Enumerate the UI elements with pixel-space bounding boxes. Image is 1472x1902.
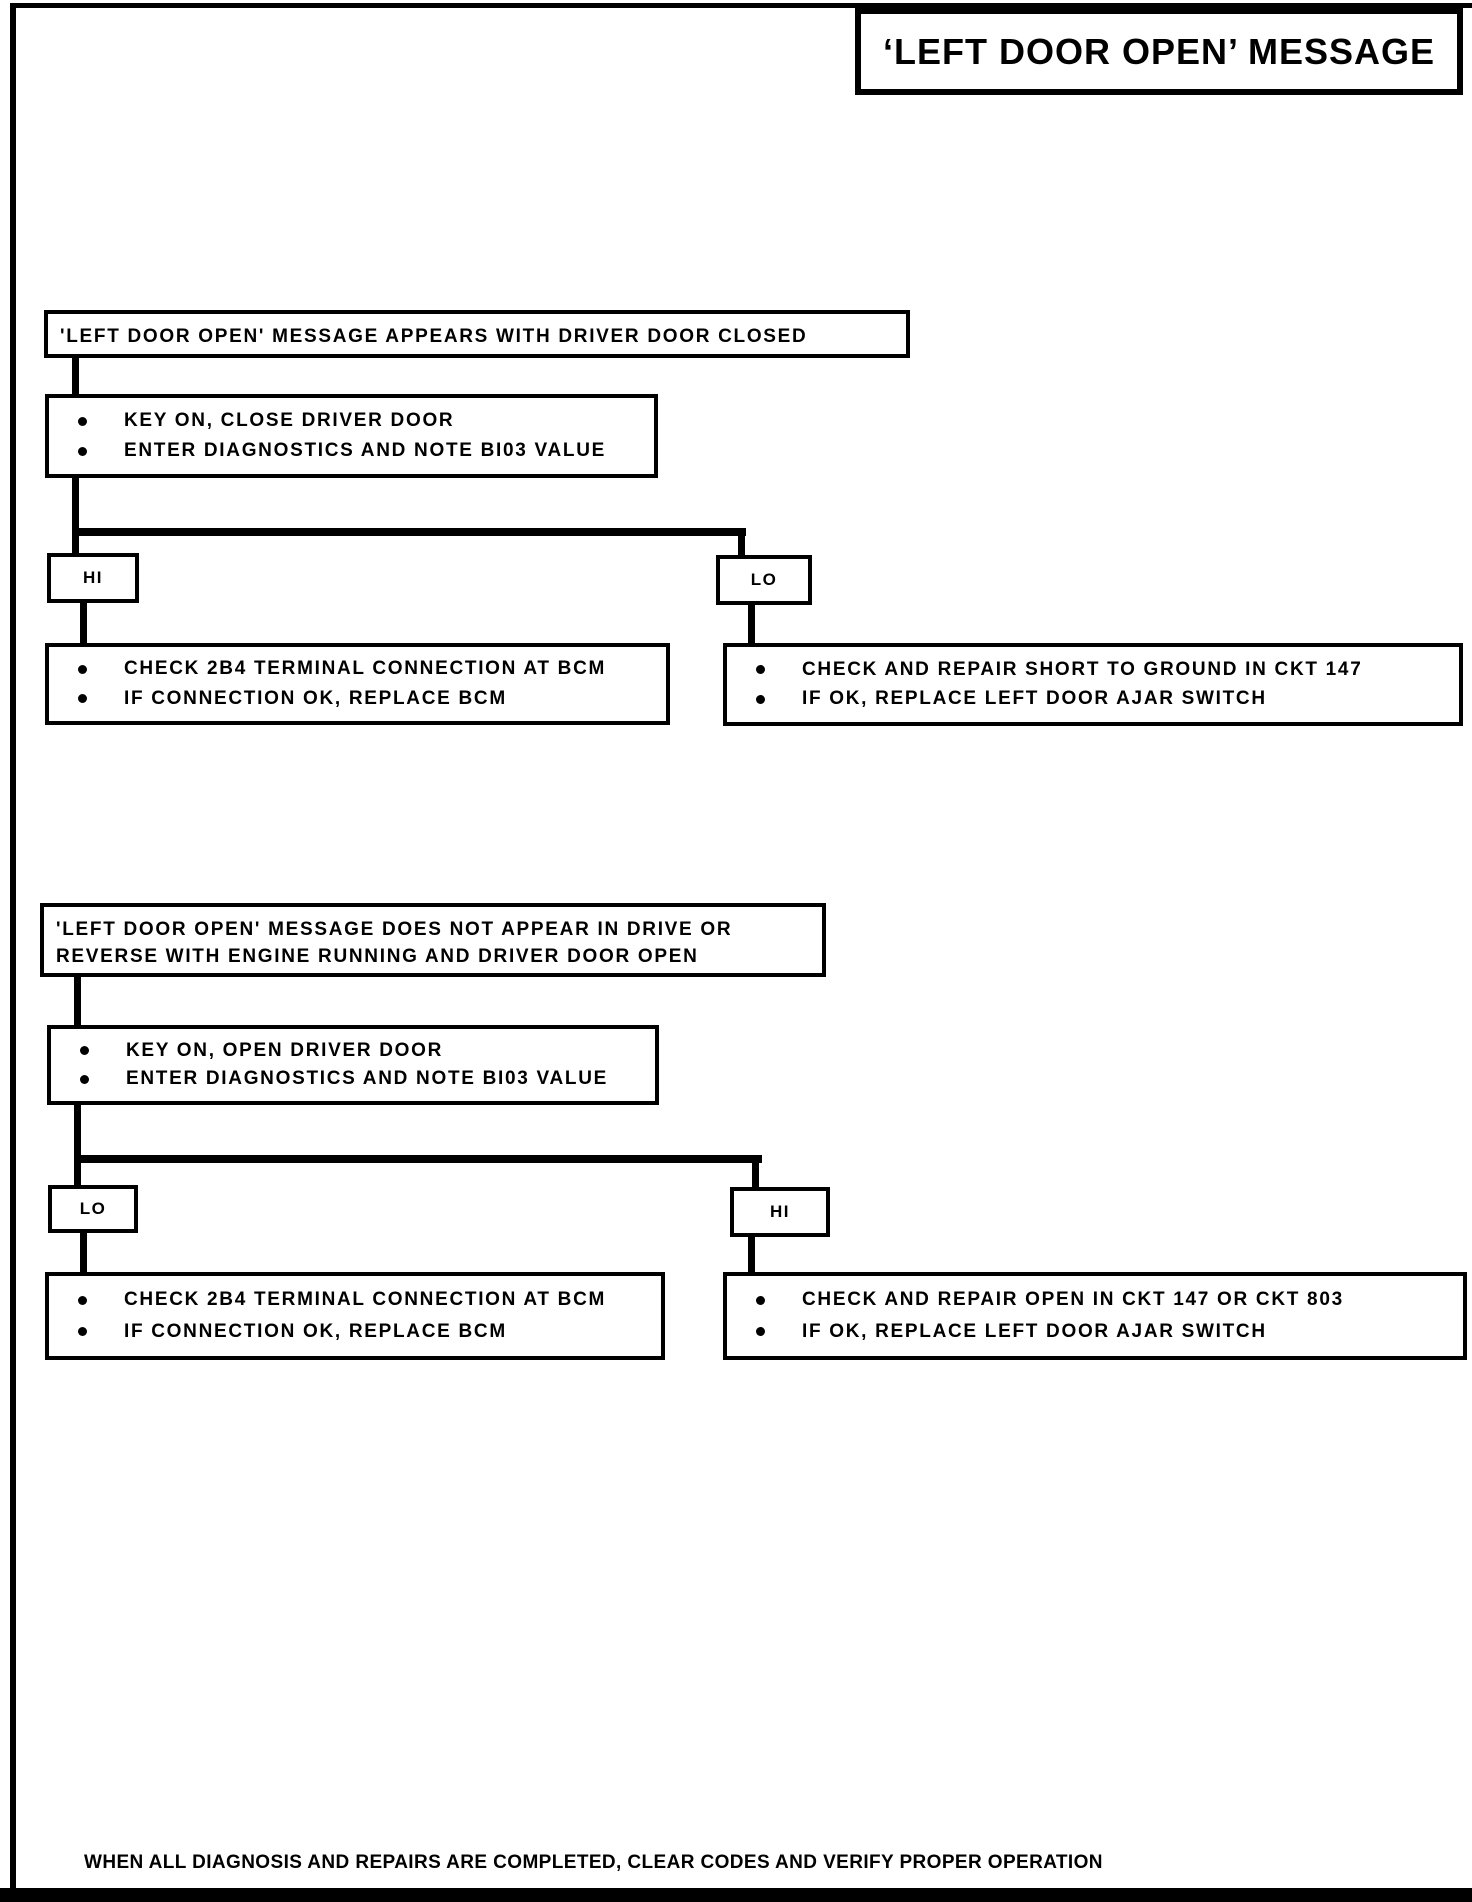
bullet-icon [756, 1327, 765, 1337]
action-item: CHECK AND REPAIR OPEN IN CKT 147 OR CKT … [727, 1289, 1463, 1311]
action-text: IF OK, REPLACE LEFT DOOR AJAR SWITCH [802, 1320, 1267, 1342]
step-text: KEY ON, CLOSE DRIVER DOOR [124, 410, 455, 431]
connector-line [72, 528, 746, 536]
condition-box: 'LEFT DOOR OPEN' MESSAGE DOES NOT APPEAR… [40, 903, 826, 977]
action-text: CHECK AND REPAIR SHORT TO GROUND IN CKT … [802, 658, 1363, 680]
step-text: ENTER DIAGNOSTICS AND NOTE BI03 VALUE [126, 1068, 608, 1090]
page-border-top [10, 3, 1472, 8]
action-text: CHECK 2B4 TERMINAL CONNECTION AT BCM [124, 1289, 607, 1311]
page-border-left [10, 3, 16, 1902]
step-item: KEY ON, CLOSE DRIVER DOOR [49, 410, 654, 432]
bullet-icon [78, 1327, 87, 1337]
bullet-icon [80, 1074, 89, 1084]
action-text: IF OK, REPLACE LEFT DOOR AJAR SWITCH [802, 688, 1267, 710]
action-item: CHECK 2B4 TERMINAL CONNECTION AT BCM [49, 1289, 661, 1311]
bullet-icon [756, 1295, 765, 1305]
action-text: IF CONNECTION OK, REPLACE BCM [124, 687, 507, 709]
connector-line [748, 1235, 755, 1274]
connector-line [72, 476, 79, 556]
bullet-icon [78, 694, 87, 704]
step-item: ENTER DIAGNOSTICS AND NOTE BI03 VALUE [49, 440, 654, 462]
bullet-icon [756, 694, 765, 704]
branch-label-box: HI [730, 1187, 830, 1237]
step-item: ENTER DIAGNOSTICS AND NOTE BI03 VALUE [51, 1068, 655, 1090]
bullet-icon [78, 446, 87, 456]
bullet-icon [78, 664, 87, 674]
footer-note: WHEN ALL DIAGNOSIS AND REPAIRS ARE COMPL… [84, 1852, 1103, 1873]
page-bottom-bar [0, 1888, 1472, 1902]
bullet-icon [756, 665, 765, 675]
bullet-icon [78, 416, 87, 426]
branch-label: LO [750, 570, 778, 589]
condition-text: 'LEFT DOOR OPEN' MESSAGE APPEARS WITH DR… [60, 326, 808, 347]
action-text: CHECK 2B4 TERMINAL CONNECTION AT BCM [124, 658, 607, 680]
bullet-icon [80, 1046, 89, 1056]
steps-box: KEY ON, OPEN DRIVER DOOR ENTER DIAGNOSTI… [47, 1025, 659, 1105]
page-title-box: ‘LEFT DOOR OPEN’ MESSAGE [855, 8, 1463, 95]
action-text: CHECK AND REPAIR OPEN IN CKT 147 OR CKT … [802, 1289, 1344, 1311]
connector-line [74, 1103, 81, 1187]
action-item: CHECK AND REPAIR SHORT TO GROUND IN CKT … [727, 659, 1459, 681]
action-text: IF CONNECTION OK, REPLACE BCM [124, 1320, 507, 1342]
connector-line [72, 356, 79, 396]
connector-line [80, 601, 87, 645]
page-title: ‘LEFT DOOR OPEN’ MESSAGE [882, 30, 1436, 72]
action-box: CHECK 2B4 TERMINAL CONNECTION AT BCM IF … [45, 643, 670, 725]
steps-box: KEY ON, CLOSE DRIVER DOOR ENTER DIAGNOST… [45, 394, 658, 478]
condition-box: 'LEFT DOOR OPEN' MESSAGE APPEARS WITH DR… [44, 310, 910, 358]
action-item: IF OK, REPLACE LEFT DOOR AJAR SWITCH [727, 1321, 1463, 1343]
connector-line [752, 1155, 759, 1189]
connector-line [74, 975, 81, 1027]
branch-label: HI [770, 1202, 790, 1221]
action-item: IF OK, REPLACE LEFT DOOR AJAR SWITCH [727, 688, 1459, 710]
branch-label: HI [83, 568, 103, 587]
action-box: CHECK AND REPAIR OPEN IN CKT 147 OR CKT … [723, 1272, 1467, 1360]
action-item: IF CONNECTION OK, REPLACE BCM [49, 688, 666, 710]
action-box: CHECK AND REPAIR SHORT TO GROUND IN CKT … [723, 643, 1463, 726]
action-item: CHECK 2B4 TERMINAL CONNECTION AT BCM [49, 658, 666, 680]
connector-line [738, 528, 745, 558]
step-item: KEY ON, OPEN DRIVER DOOR [51, 1040, 655, 1062]
action-box: CHECK 2B4 TERMINAL CONNECTION AT BCM IF … [45, 1272, 665, 1360]
connector-line [748, 603, 755, 645]
step-text: ENTER DIAGNOSTICS AND NOTE BI03 VALUE [124, 440, 606, 461]
connector-line [74, 1155, 762, 1163]
connector-line [80, 1231, 87, 1274]
bullet-icon [78, 1295, 87, 1305]
branch-label-box: LO [48, 1185, 138, 1233]
branch-label: LO [79, 1199, 107, 1218]
branch-label-box: LO [716, 555, 812, 605]
condition-text: 'LEFT DOOR OPEN' MESSAGE DOES NOT APPEAR… [56, 919, 733, 967]
branch-label-box: HI [47, 553, 139, 603]
action-item: IF CONNECTION OK, REPLACE BCM [49, 1321, 661, 1343]
step-text: KEY ON, OPEN DRIVER DOOR [126, 1039, 444, 1061]
